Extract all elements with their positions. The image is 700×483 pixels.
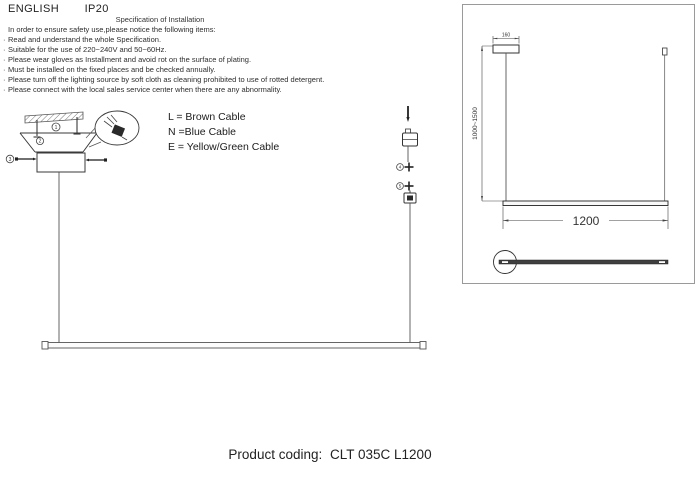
set-screw-lower-icon [404,181,414,191]
spec-item-text: Read and understand the whole Specificat… [8,35,162,44]
side-screw-left-icon: 3 [5,154,37,164]
cable-lock-icon [403,190,417,204]
cord-grip-icon [402,128,418,162]
side-screw-right-icon [85,158,107,162]
svg-text:3: 3 [9,157,12,163]
spec-item-text: Please wear gloves as Installment and av… [8,55,252,64]
bullet-icon: · [3,75,6,84]
callout-1: 1 [51,122,61,132]
dimension-box: 160 1000~1500 [462,4,695,284]
cable-legend-line: N =Blue Cable [168,126,236,139]
dim-light-bar [502,200,669,206]
bullet-icon: · [3,35,6,44]
callout-5: 5 [396,182,404,190]
spec-item: · Suitable for the use of 220~240V and 5… [3,45,403,55]
ceiling-hatch-icon [24,111,84,124]
callout-2: 2 [36,137,45,146]
spec-list: In order to ensure safety use,please not… [3,25,403,95]
bar-detail-icon [493,250,669,274]
svg-text:5: 5 [399,184,402,189]
cable-legend-line: E = Yellow/Green Cable [168,141,280,154]
spec-item: · Must be installed on the fixed places … [3,65,403,75]
set-screw-upper-icon [404,162,414,172]
dim-label-1200: 1200 [573,214,600,228]
bullet-icon: · [3,65,6,74]
language-label: ENGLISH [8,3,60,15]
dim-label-160: 160 [502,33,511,39]
ceiling-screw-right-icon [73,117,81,135]
canopy-base-icon [36,152,86,173]
dim-cable-right [662,47,668,201]
spec-item-text: Please turn off the lighting source by s… [8,75,325,84]
bullet-icon: · [3,85,6,94]
installation-diagram: 1 2 3 [5,106,427,350]
canopy-bracket-icon [19,132,98,153]
dim-height: 1000~1500 [472,45,503,202]
svg-text:4: 4 [399,165,402,170]
dimension-diagram: 160 1000~1500 [472,33,669,274]
spec-title: Specification of Installation [115,15,205,24]
light-bar-icon [41,341,427,350]
dim-length: 1200 [502,206,669,229]
product-coding-value: CLT 035C L1200 [330,447,432,462]
spec-item-text: Must be installed on the fixed places an… [8,65,216,74]
svg-text:1: 1 [55,125,58,131]
callout-4: 4 [396,163,404,171]
sheet-header: ENGLISH IP20 [8,3,109,15]
spec-item: · Please connect with the local sales se… [3,85,403,95]
product-coding: Product coding: CLT 035C L1200 [0,447,660,462]
spec-item: · Please turn off the lighting source by… [3,75,403,85]
cable-legend: L = Brown Cable N =Blue Cable E = Yellow/G… [168,110,279,156]
spec-item-text: Please connect with the local sales serv… [8,85,282,94]
svg-text:2: 2 [39,139,42,145]
bullet-icon: · [3,45,6,54]
dim-canopy: 160 [492,33,520,54]
spec-item: · Read and understand the whole Specific… [3,35,403,45]
dim-label-height: 1000~1500 [472,107,479,140]
power-cable-icon [406,106,410,122]
bullet-icon: · [3,55,6,64]
cable-legend-line: L = Brown Cable [168,111,246,123]
ip-rating-label: IP20 [84,3,109,15]
spec-item: · Please wear gloves as Installment and … [3,55,403,65]
spec-item-text: Suitable for the use of 220~240V and 50~… [8,45,167,54]
magnifier-detail-icon [85,110,140,148]
product-coding-label: Product coding: [228,447,323,462]
spec-intro: In order to ensure safety use,please not… [8,25,216,34]
